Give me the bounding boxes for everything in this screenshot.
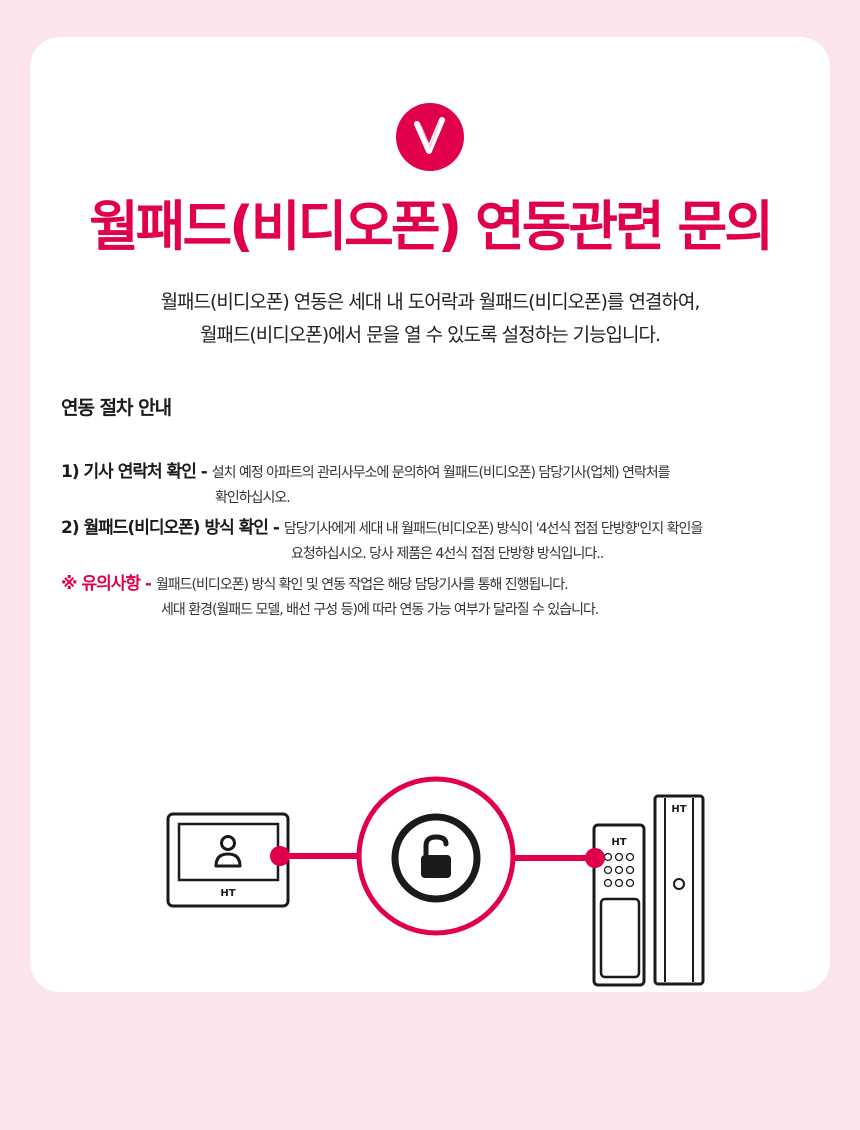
step-2-label: 2) 월패드(비디오폰) 방식 확인: [61, 518, 269, 538]
step-1-line-2: 확인하십시오.: [215, 490, 291, 506]
intro-line-1: 월패드(비디오폰) 연동은 세대 내 도어락과 월패드(비디오폰)를 연결하여,: [160, 291, 701, 313]
doorlock-handle-plate: [599, 897, 641, 979]
intro-text: 월패드(비디오폰) 연동은 세대 내 도어락과 월패드(비디오폰)를 연결하여,…: [30, 286, 830, 352]
handle-brand: HT: [671, 804, 686, 815]
step-2-line-2: 요청하십시오. 당사 제품은 4선식 접점 단방향 방식입니다..: [291, 546, 604, 562]
doorlock-connector-dot: [585, 848, 605, 868]
user-icon: [214, 835, 242, 868]
caution-label: ※ 유의사항: [61, 574, 141, 594]
wallpad-connector-dot: [270, 846, 290, 866]
connection-diagram: HT HT: [166, 776, 705, 987]
v-badge: [396, 103, 464, 171]
caution-separator: -: [140, 574, 156, 594]
unlock-hub: [356, 776, 516, 936]
step-2-line-1: 담당기사에게 세대 내 월패드(비디오폰) 방식이 '4선식 접점 단방향'인지…: [283, 521, 703, 537]
section-heading: 연동 절차 안내: [61, 397, 172, 419]
caution-note: ※ 유의사항 - 월패드(비디오폰) 방식 확인 및 연동 작업은 해당 담당기…: [61, 569, 599, 619]
door-handle-device: HT: [653, 794, 705, 986]
step-2: 2) 월패드(비디오폰) 방식 확인 - 담당기사에게 세대 내 월패드(비디오…: [61, 513, 703, 563]
v-check-icon: [414, 117, 445, 154]
doorlock-brand: HT: [611, 837, 626, 848]
step-1-separator: -: [195, 462, 212, 482]
intro-line-2: 월패드(비디오폰)에서 문을 열 수 있도록 설정하는 기능입니다.: [199, 324, 661, 346]
wallpad-brand: HT: [220, 888, 235, 899]
doorlock-device: HT: [592, 823, 646, 987]
page-title: 월패드(비디오폰) 연동관련 문의: [89, 195, 774, 258]
step-2-separator: -: [267, 518, 284, 538]
unlock-icon: [391, 813, 481, 903]
step-1-line-1: 설치 예정 아파트의 관리사무소에 문의하여 월패드(비디오폰) 담당기사(업체…: [211, 465, 671, 481]
caution-line-2: 세대 환경(월패드 모델, 배선 구성 등)에 따라 연동 가능 여부가 달라질…: [161, 602, 599, 618]
step-1: 1) 기사 연락처 확인 - 설치 예정 아파트의 관리사무소에 문의하여 월패…: [61, 457, 671, 507]
wallpad-device: HT: [166, 812, 290, 908]
caution-line-1: 월패드(비디오폰) 방식 확인 및 연동 작업은 해당 담당기사를 통해 진행됩…: [155, 577, 569, 593]
content-card: 월패드(비디오폰) 연동관련 문의 월패드(비디오폰) 연동은 세대 내 도어락…: [30, 37, 830, 992]
step-1-label: 1) 기사 연락처 확인: [61, 462, 197, 482]
door-knob: [673, 878, 685, 890]
